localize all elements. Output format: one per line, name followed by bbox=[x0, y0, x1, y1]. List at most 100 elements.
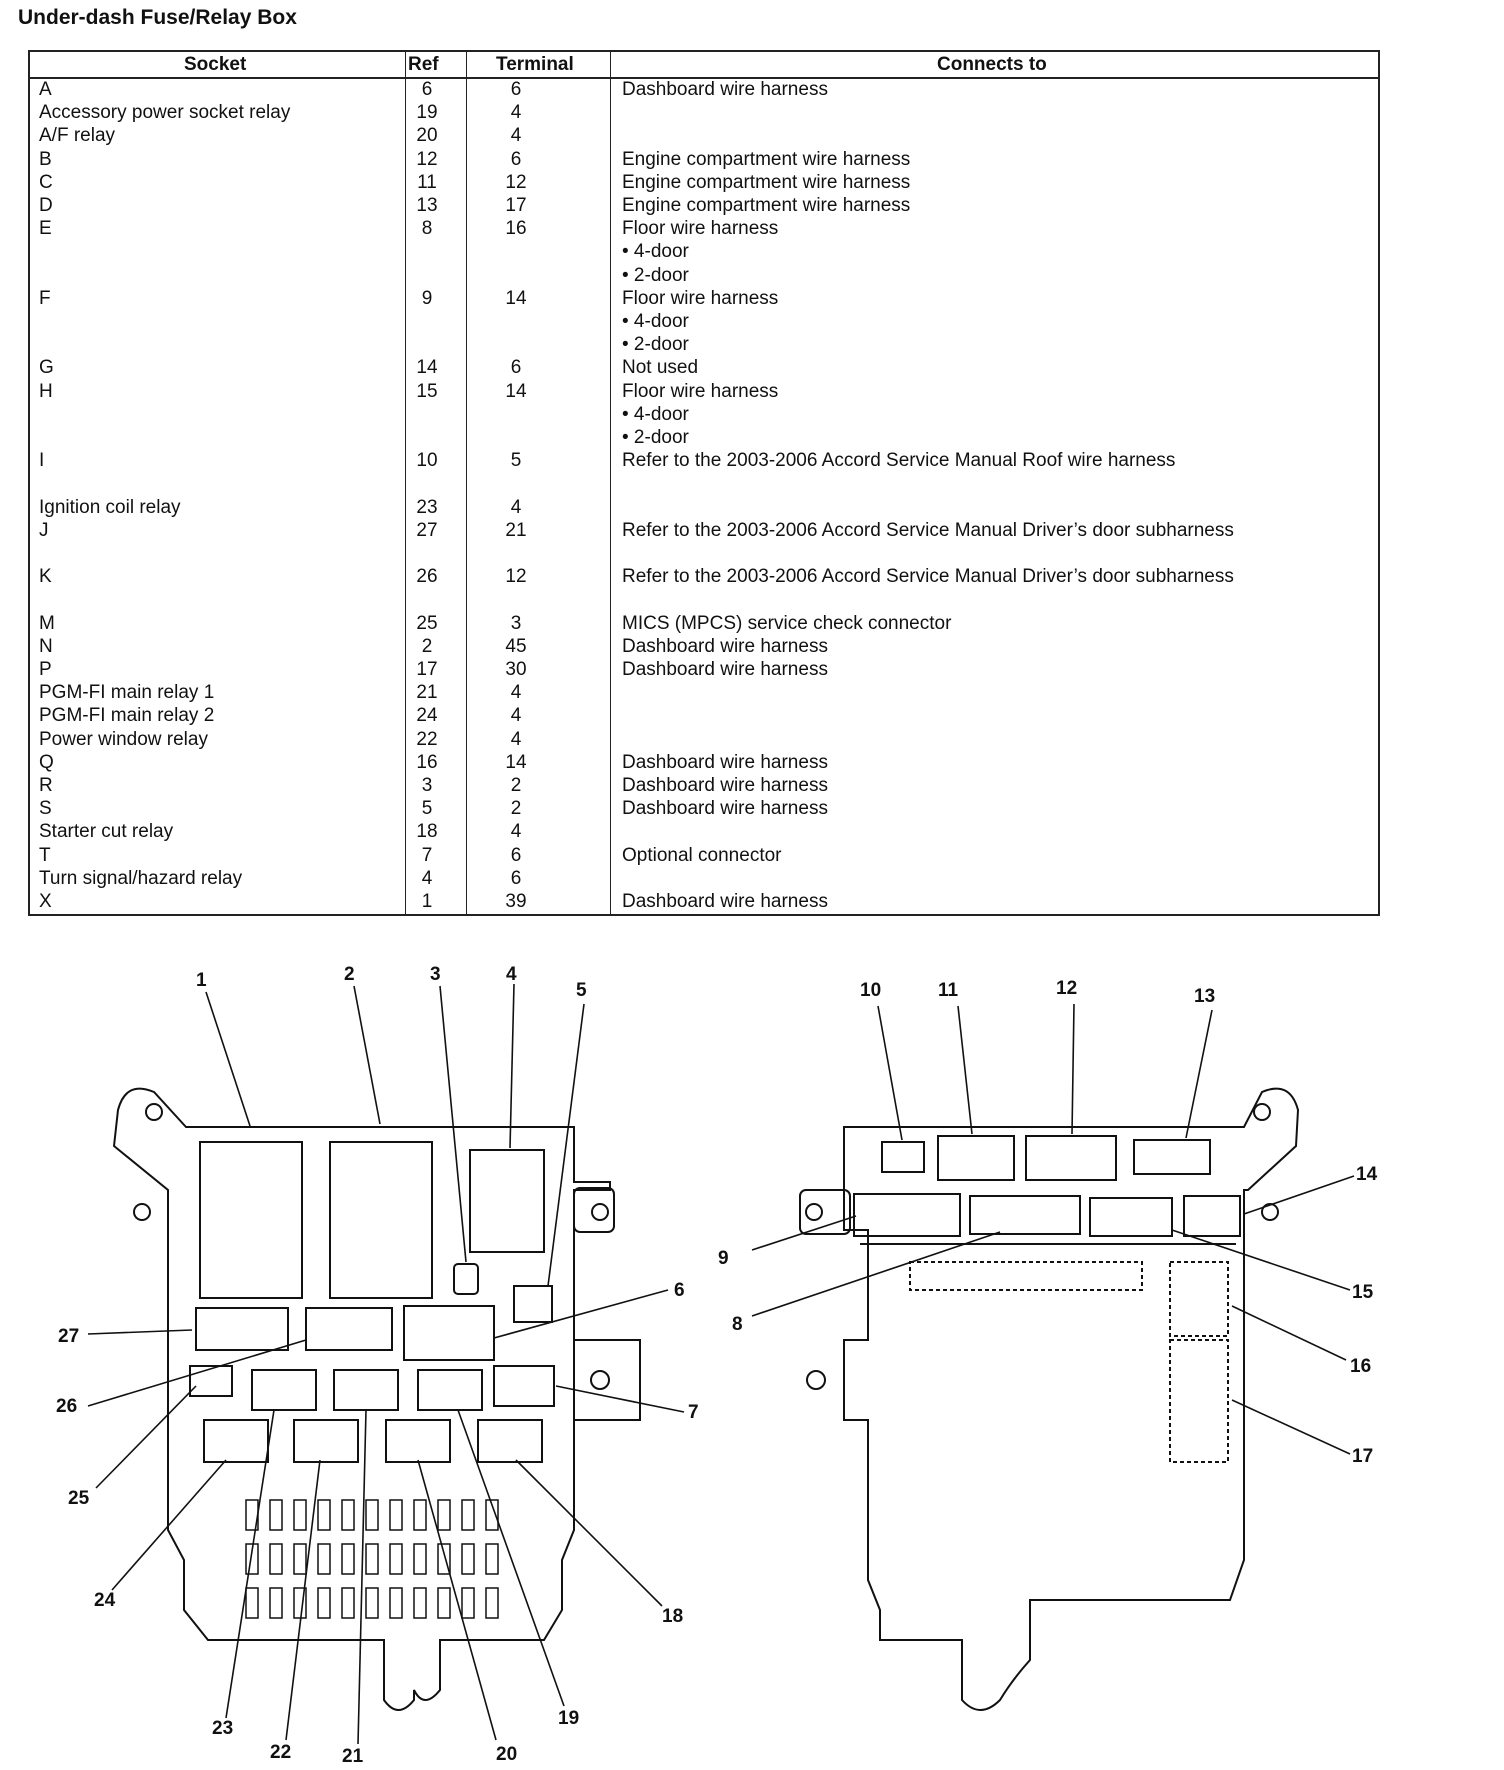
connects-to-cell: Dashboard wire harness bbox=[622, 659, 828, 680]
callout-labels: 1 2 3 4 5 6 7 8 9 10 11 12 13 14 15 16 1… bbox=[56, 964, 1378, 1767]
ref-cell: 26 bbox=[416, 566, 438, 588]
callout-27: 27 bbox=[58, 1326, 79, 1347]
table-header: Socket Ref Terminal Connects to bbox=[30, 52, 1378, 79]
connects-to-cell: • 4-door bbox=[622, 403, 689, 425]
callout-10: 10 bbox=[860, 980, 881, 1001]
leader-12 bbox=[1071, 1003, 1075, 1135]
col-divider bbox=[405, 52, 406, 914]
callout-8: 8 bbox=[732, 1314, 743, 1335]
callout-4: 4 bbox=[506, 964, 517, 985]
ref-cell: 1 bbox=[421, 891, 433, 912]
leader-19 bbox=[457, 1409, 565, 1707]
right-side-hole bbox=[806, 1370, 826, 1390]
terminal-cell: 6 bbox=[510, 844, 522, 866]
socket-cell: Ignition coil relay bbox=[39, 496, 181, 518]
socket-cell: Q bbox=[39, 751, 54, 773]
terminal-cell: 12 bbox=[505, 566, 527, 588]
leader-13 bbox=[1185, 1009, 1213, 1139]
ref-cell: 16 bbox=[416, 751, 438, 773]
fuse-slot bbox=[245, 1587, 259, 1619]
callout-21: 21 bbox=[342, 1746, 364, 1767]
leader-15 bbox=[1171, 1229, 1351, 1291]
connector-25 bbox=[189, 1365, 233, 1397]
left-fuse-box bbox=[112, 1087, 641, 1711]
relay-18 bbox=[477, 1419, 543, 1463]
col-divider bbox=[466, 52, 467, 914]
connects-to-cell: Dashboard wire harness bbox=[622, 635, 828, 657]
ref-cell: 11 bbox=[417, 171, 437, 193]
fuse-slot bbox=[437, 1543, 451, 1575]
connector-9 bbox=[853, 1193, 961, 1237]
fuse-slot bbox=[341, 1587, 355, 1619]
ref-cell: 23 bbox=[416, 496, 438, 518]
terminal-cell: 3 bbox=[510, 612, 522, 634]
fuse-slot bbox=[293, 1543, 307, 1575]
ref-cell: 18 bbox=[416, 821, 438, 843]
terminal-cell: 6 bbox=[510, 79, 522, 100]
connector-15 bbox=[1089, 1197, 1173, 1237]
callout-20: 20 bbox=[496, 1744, 517, 1765]
leader-24 bbox=[111, 1459, 227, 1591]
terminal-cell: 5 bbox=[510, 450, 522, 472]
connects-to-cell: • 4-door bbox=[622, 241, 689, 263]
fuse-slot bbox=[293, 1587, 307, 1619]
right-fuse-box bbox=[799, 1087, 1300, 1711]
terminal-cell: 30 bbox=[505, 659, 527, 680]
callout-13: 13 bbox=[1194, 986, 1215, 1007]
socket-cell: R bbox=[39, 775, 53, 796]
header-socket: Socket bbox=[184, 54, 247, 75]
left-side-hole bbox=[590, 1370, 610, 1390]
terminal-cell: 2 bbox=[510, 775, 522, 796]
terminal-cell: 39 bbox=[505, 891, 527, 912]
fuse-slot bbox=[341, 1543, 355, 1575]
leader-11 bbox=[957, 1005, 973, 1135]
table-row: • 4-door bbox=[30, 310, 1378, 333]
terminal-cell: 4 bbox=[510, 821, 522, 843]
fuse-slot bbox=[365, 1499, 379, 1531]
socket-cell: G bbox=[39, 357, 54, 379]
col-divider bbox=[610, 52, 611, 914]
terminal-cell: 2 bbox=[510, 798, 522, 820]
right-mount-hole bbox=[805, 1203, 823, 1221]
leader-8 bbox=[751, 1231, 1001, 1317]
terminal-cell: 45 bbox=[505, 635, 527, 657]
leader-7 bbox=[555, 1385, 685, 1413]
right-mount-hole bbox=[1261, 1203, 1279, 1221]
fuse-slot bbox=[413, 1587, 427, 1619]
relay-4 bbox=[469, 1149, 545, 1253]
socket-cell: P bbox=[39, 659, 52, 680]
fuse-slot bbox=[293, 1499, 307, 1531]
table-row: • 2-door bbox=[30, 426, 1378, 449]
terminal-cell: 21 bbox=[505, 519, 527, 541]
table-row: • 2-door bbox=[30, 264, 1378, 287]
leader-16 bbox=[1231, 1305, 1347, 1361]
terminal-cell: 6 bbox=[510, 867, 522, 889]
fuse-slot bbox=[389, 1543, 403, 1575]
ref-cell: 3 bbox=[421, 775, 433, 796]
socket-cell: I bbox=[39, 450, 45, 472]
leader-17 bbox=[1231, 1399, 1351, 1455]
relay-20 bbox=[385, 1419, 451, 1463]
socket-cell: J bbox=[39, 519, 49, 541]
relay-22 bbox=[293, 1419, 359, 1463]
callout-25: 25 bbox=[68, 1488, 90, 1509]
leader-21 bbox=[357, 1409, 367, 1745]
socket-cell: PGM-FI main relay 2 bbox=[39, 705, 215, 727]
terminal-cell: 14 bbox=[505, 287, 527, 309]
socket-cell: Power window relay bbox=[39, 728, 208, 750]
header-ref: Ref bbox=[408, 54, 439, 75]
connects-to-cell: Engine compartment wire harness bbox=[622, 195, 911, 216]
callout-15: 15 bbox=[1352, 1282, 1374, 1303]
terminal-cell: 14 bbox=[505, 380, 527, 402]
table-row: • 4-door bbox=[30, 403, 1378, 426]
fuse-slot bbox=[413, 1499, 427, 1531]
fuse-slot bbox=[317, 1499, 331, 1531]
